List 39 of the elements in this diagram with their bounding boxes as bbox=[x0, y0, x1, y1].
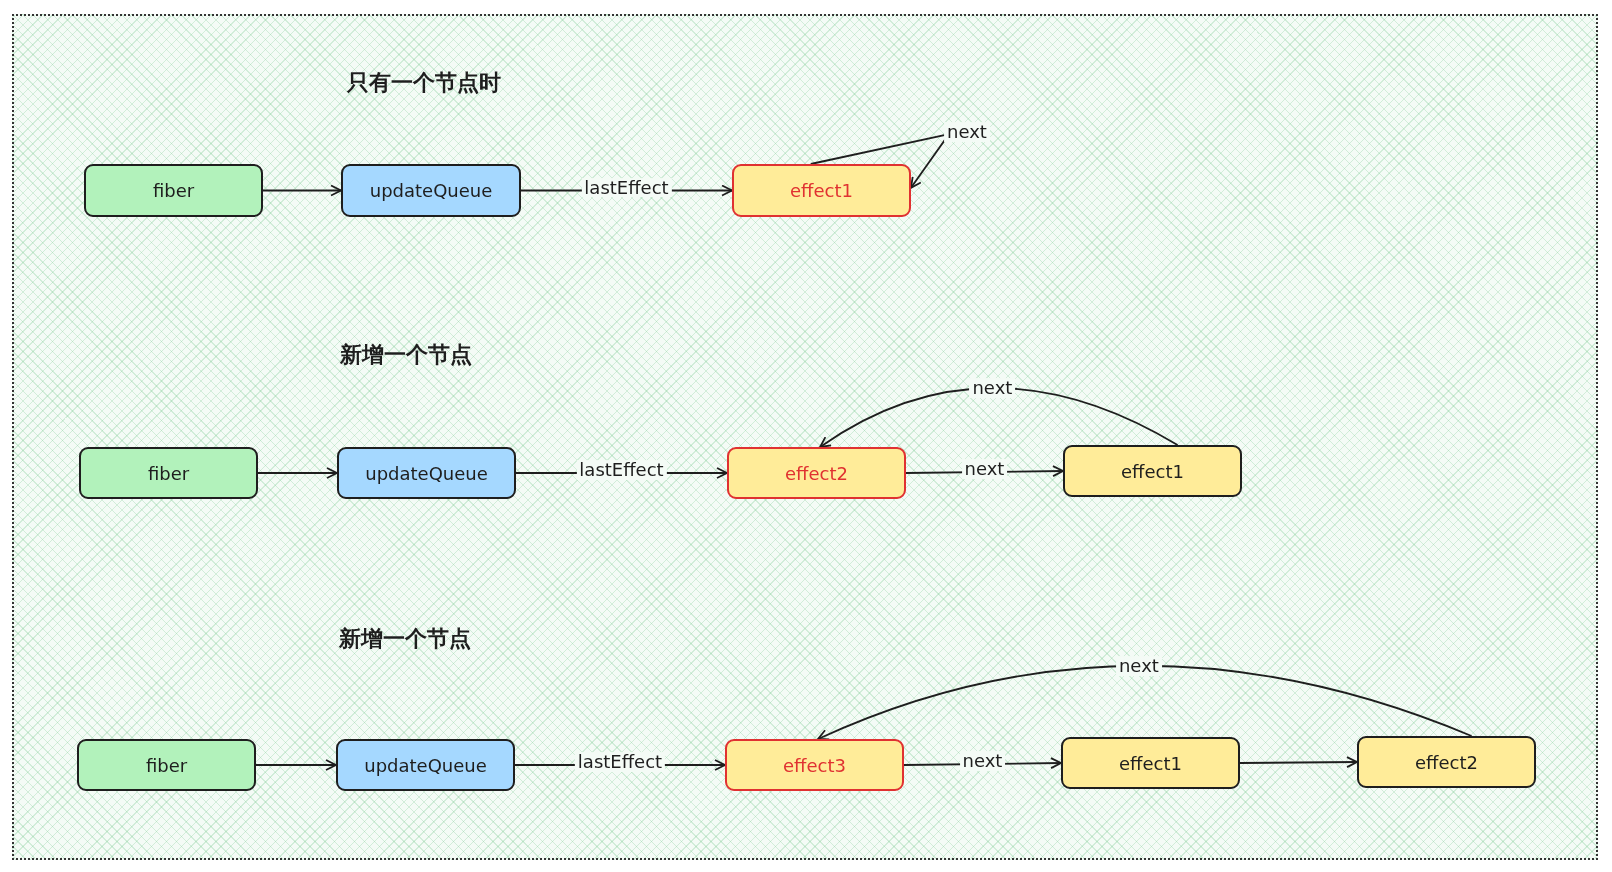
arrow bbox=[817, 664, 1473, 741]
section-title: 新增一个节点 bbox=[339, 625, 471, 653]
arrow bbox=[257, 467, 338, 479]
edge-label: next bbox=[959, 751, 1006, 771]
edge-label: next bbox=[961, 459, 1008, 479]
fiber-box bbox=[79, 447, 258, 499]
node-label: fiber bbox=[152, 180, 195, 201]
node-label: effect1 bbox=[1119, 752, 1182, 774]
node-label: fiber bbox=[147, 462, 190, 484]
queue-box bbox=[336, 739, 515, 791]
effect-box bbox=[1061, 737, 1240, 789]
queue-box bbox=[341, 164, 521, 217]
node-label: effect2 bbox=[785, 462, 848, 484]
section-title: 新增一个节点 bbox=[340, 341, 472, 369]
node-label: fiber bbox=[145, 754, 188, 776]
node-label: effect1 bbox=[1121, 460, 1184, 482]
node-label: updateQueue bbox=[364, 754, 487, 776]
effect-box bbox=[1357, 736, 1536, 788]
effect-box bbox=[732, 164, 911, 217]
edge-label: lastEffect bbox=[581, 177, 672, 198]
queue-box bbox=[337, 447, 516, 499]
effect-box bbox=[725, 739, 904, 791]
node-label: updateQueue bbox=[365, 462, 488, 484]
edge-label: lastEffect bbox=[576, 460, 667, 480]
fiber-box bbox=[77, 739, 256, 791]
arrow bbox=[262, 184, 342, 197]
edge-label: next bbox=[944, 122, 990, 142]
node-label: updateQueue bbox=[369, 180, 493, 201]
node-label: effect3 bbox=[783, 754, 846, 776]
edge-label: lastEffect bbox=[574, 752, 666, 772]
effect-box bbox=[1063, 445, 1242, 497]
effect-box bbox=[727, 447, 906, 499]
arrow bbox=[255, 759, 337, 771]
arrow bbox=[1239, 756, 1358, 768]
edge-label: next bbox=[969, 378, 1016, 398]
node-label: effect1 bbox=[790, 180, 853, 201]
fiber-box bbox=[84, 164, 263, 217]
section-title: 只有一个节点时 bbox=[347, 69, 501, 97]
node-label: effect2 bbox=[1415, 751, 1478, 773]
